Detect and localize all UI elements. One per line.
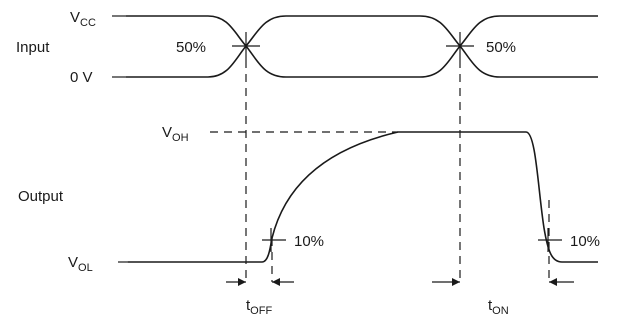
- ton-label: tON: [488, 297, 509, 317]
- vol-label: VOL: [68, 254, 93, 274]
- input-cross-label-right: 50%: [486, 39, 516, 56]
- input-cross-label-left: 50%: [176, 39, 206, 56]
- voh-label: VOH: [162, 124, 189, 144]
- zero-v-label: 0 V: [70, 69, 93, 86]
- toff-label: tOFF: [246, 297, 272, 317]
- output-label: Output: [18, 188, 64, 205]
- output-rise-mark-label: 10%: [294, 233, 324, 250]
- input-label: Input: [16, 39, 50, 56]
- toff-arrow-right-head: [272, 278, 280, 286]
- output-fall-mark-label: 10%: [570, 233, 600, 250]
- ton-arrow-right-head: [549, 278, 557, 286]
- ton-arrow-left-head: [452, 278, 460, 286]
- toff-arrow-left-head: [238, 278, 246, 286]
- vcc-label: VCC: [70, 9, 96, 29]
- input-trace-lower: [126, 15, 598, 78]
- input-trace-upper: [126, 15, 598, 78]
- output-trace: [128, 131, 598, 263]
